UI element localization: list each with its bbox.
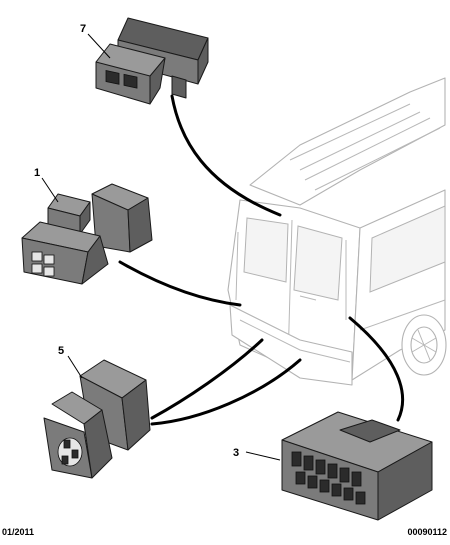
leader-1 [41,177,59,203]
footer-reference: 00090112 [407,527,447,537]
callout-7: 7 [80,23,86,35]
wiring-harness [118,94,405,426]
van-illustration [227,77,447,386]
callout-3: 3 [233,447,239,459]
footer-date: 01/2011 [2,527,35,537]
connector-3-slots [291,451,366,505]
leader-5 [67,355,83,379]
callouts: 7 1 5 3 [34,23,281,461]
callout-1: 1 [34,167,40,179]
leader-3 [245,451,281,461]
leader-7 [87,33,111,59]
connector-7 [95,17,209,105]
callout-5: 5 [58,345,64,357]
connector-3 [281,411,433,521]
connector-1 [21,183,153,285]
connector-5 [43,359,151,479]
